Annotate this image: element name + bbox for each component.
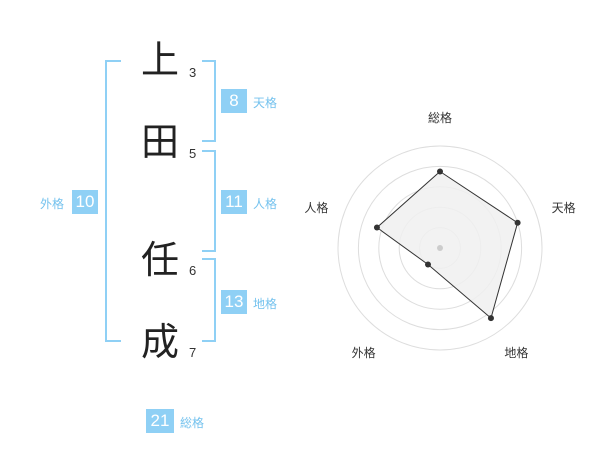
radar-point-4 (425, 261, 432, 268)
gaikaku-value: 10 (72, 190, 98, 214)
chikaku-bracket (202, 258, 216, 342)
tenkaku-label: 天格 (253, 96, 278, 110)
radar-axis-label-1: 総格 (428, 110, 452, 125)
gaikaku-label: 外格 (40, 197, 65, 211)
radar-ring-5 (337, 145, 543, 351)
chikaku-label: 地格 (253, 297, 278, 311)
stroke-count-4: 7 (189, 345, 197, 360)
name-char-2: 田 (140, 120, 179, 164)
radar-ring-4 (357, 165, 523, 331)
radar-axis-label-5: 人格 (304, 200, 328, 215)
name-char-4: 成 (140, 320, 179, 364)
stroke-count-3: 6 (189, 263, 197, 278)
radar-axis-label-2: 天格 (552, 200, 576, 215)
soukaku-value: 21 (146, 409, 174, 433)
radar-point-5 (373, 224, 380, 231)
name-char-3: 任 (140, 238, 179, 282)
radar-point-1 (437, 168, 443, 175)
stroke-count-1: 3 (189, 65, 197, 80)
stroke-count-2: 5 (189, 146, 197, 161)
radar-center-marker (437, 245, 443, 251)
jinkaku-bracket (202, 150, 216, 252)
jinkaku-label: 人格 (253, 197, 278, 211)
name-char-1: 上 (140, 38, 179, 82)
soukaku-label: 総格 (180, 416, 205, 430)
tenkaku-value: 8 (221, 89, 247, 113)
gaikaku-bracket (105, 60, 121, 342)
radar-axis-label-3: 地格 (504, 345, 528, 360)
radar-point-2 (514, 219, 521, 226)
radar-point-3 (487, 315, 494, 322)
jinkaku-value: 11 (221, 190, 247, 214)
radar-axis-label-4: 外格 (352, 345, 376, 360)
chikaku-value: 13 (221, 290, 247, 314)
tenkaku-bracket (202, 60, 216, 142)
radar-area (376, 170, 519, 320)
